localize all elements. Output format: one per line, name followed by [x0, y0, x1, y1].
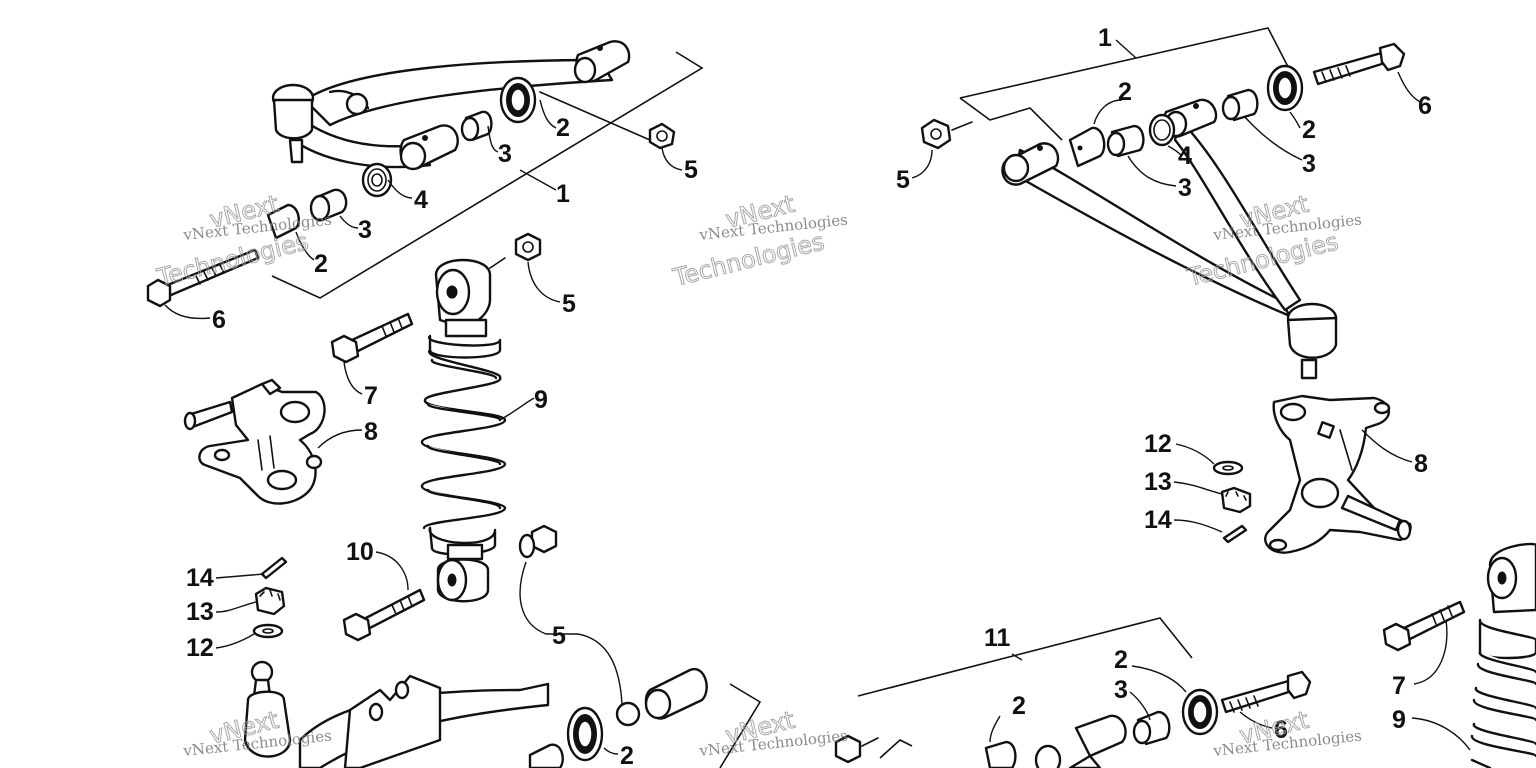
callout-left-bushing-inner: 3	[498, 140, 512, 168]
callout-left-bearing: 4	[414, 186, 428, 214]
callout-left-lower-bolt: 10	[346, 538, 374, 566]
watermark-2: vNext Technologies vNext Technologies	[669, 189, 848, 292]
callout-right-bushing-c: 3	[1302, 150, 1316, 178]
left-shock-absorber	[420, 258, 507, 603]
callout-left-lower-bushing: 2	[620, 742, 634, 768]
right-bushing-d	[1106, 124, 1145, 158]
watermarks: vNext Technologies vNext Technologies vN…	[153, 189, 1363, 760]
left-shock-nut-lower	[518, 524, 558, 559]
right-lower-nut	[834, 734, 879, 764]
watermark-5: vNext Technologies vNext	[698, 705, 849, 760]
right-washer	[1212, 460, 1244, 476]
left-bushing-left	[309, 188, 348, 222]
callout-right-bolt: 6	[1418, 92, 1432, 120]
left-nut-top	[648, 122, 676, 150]
callout-right-shock: 9	[1392, 706, 1406, 734]
right-nut	[920, 118, 973, 150]
callout-right-lower-arm: 11	[984, 624, 1011, 652]
callout-right-bearing: 4	[1178, 142, 1192, 170]
right-lower-bushing-c	[1181, 688, 1219, 736]
callout-left-upper-arm: 1	[556, 180, 570, 208]
callout-right-bushing-a: 2	[1118, 78, 1132, 106]
callout-right-lower-bushing-a: 2	[1114, 646, 1128, 674]
left-lower-bolt	[342, 588, 426, 642]
callout-left-upper-bolt: 6	[212, 306, 226, 334]
right-bushing-a	[1266, 64, 1304, 112]
right-bushing-b	[1068, 126, 1106, 168]
left-cotter-pin	[260, 556, 288, 580]
left-bushing-left-2	[266, 203, 300, 240]
right-shock-bolt	[1382, 600, 1466, 652]
left-castle-nut	[254, 586, 286, 616]
right-bushing-c	[1221, 88, 1259, 122]
callout-right-washer: 12	[1144, 430, 1172, 458]
left-washer	[252, 623, 284, 639]
callout-left-shock-bolt: 7	[364, 382, 378, 410]
callout-right-lower-bolt: 6	[1274, 716, 1288, 744]
right-castle-nut	[1220, 486, 1252, 514]
left-upper-a-arm	[271, 40, 631, 171]
watermark-6: vNext Technologies vNext	[1212, 705, 1363, 760]
left-lower-a-arm	[243, 660, 708, 768]
callout-right-shock-bolt: 7	[1392, 672, 1406, 700]
left-shock-bolt	[330, 312, 414, 364]
callout-left-cotter: 14	[186, 564, 214, 592]
callout-left-bushing-outer: 2	[556, 114, 570, 142]
callout-left-nut-top: 5	[684, 156, 698, 184]
callout-left-shock-nut-top: 5	[562, 290, 576, 318]
left-bushing-inner-top	[460, 110, 493, 142]
callout-left-bushing-left: 3	[358, 216, 372, 244]
callout-right-lower-bushing-b: 3	[1114, 676, 1128, 704]
callout-right-cotter: 14	[1144, 506, 1172, 534]
left-upper-bolt	[146, 248, 260, 308]
callout-left-castle: 13	[186, 598, 214, 626]
right-steering-knuckle	[1264, 394, 1412, 554]
callout-right-bushing-d: 3	[1178, 174, 1192, 202]
callout-left-washer: 12	[186, 634, 214, 662]
right-bearing	[1148, 113, 1176, 147]
left-bushing-outer-top	[499, 76, 537, 124]
callout-right-castle: 13	[1144, 468, 1172, 496]
right-upper-a-arm	[1001, 98, 1338, 380]
left-steering-knuckle	[183, 378, 326, 505]
left-lower-bushing	[566, 701, 641, 762]
right-bolt	[1312, 42, 1406, 86]
callout-right-bushing-b: 2	[1302, 116, 1316, 144]
callout-left-shock-nut-lower: 5	[552, 622, 566, 650]
right-lower-a-arm	[1034, 714, 1127, 768]
left-shock-nut-top	[489, 232, 542, 269]
callout-right-upper-arm: 1	[1098, 24, 1112, 52]
callout-labels: 2 3 4 1 5 3 2 6 5 7 9 8 10 5 14 13 12 2 …	[186, 24, 1432, 768]
right-lower-bushing-b	[1132, 710, 1171, 746]
callout-right-lower-bushing-c: 2	[1012, 692, 1026, 720]
left-lower-group-frame	[719, 683, 762, 768]
callout-left-bushing-left-2: 2	[314, 250, 328, 278]
left-upper-group-frame	[271, 51, 704, 299]
right-lower-bushing-a	[984, 740, 1017, 768]
left-bearing	[361, 162, 393, 198]
watermark-1: vNext Technologies vNext Technologies	[153, 189, 332, 292]
callout-left-knuckle: 8	[364, 418, 378, 446]
right-lower-group-frame	[857, 617, 1193, 697]
callout-left-shock: 9	[534, 386, 548, 414]
right-lower-bolt	[1220, 670, 1312, 714]
leader-lines	[164, 39, 1471, 755]
callout-right-knuckle: 8	[1414, 450, 1428, 478]
right-cotter-pin	[1222, 524, 1248, 544]
callout-right-nut: 5	[896, 166, 910, 194]
right-shock-absorber	[1470, 542, 1536, 768]
